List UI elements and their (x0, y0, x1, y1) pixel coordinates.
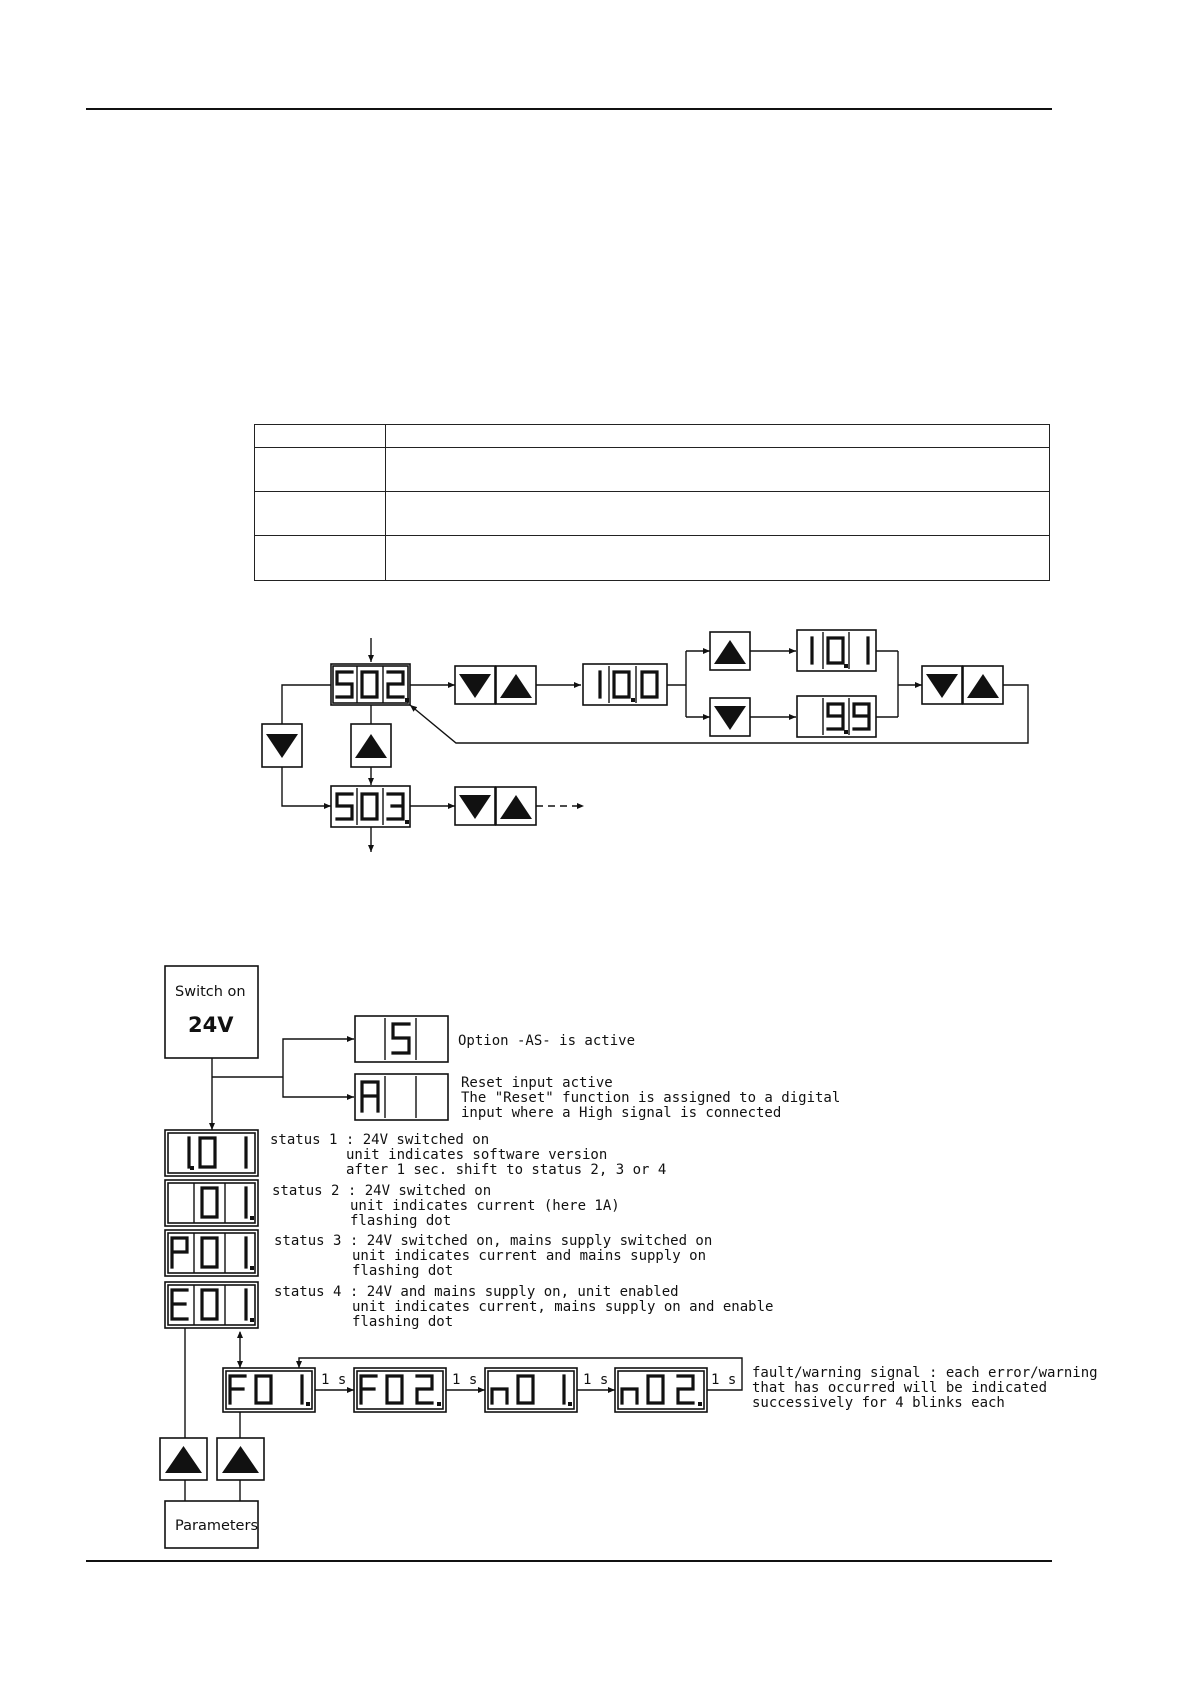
menu-button-up-side[interactable] (350, 723, 392, 768)
status-connectors (184, 1036, 743, 1501)
interval-label-3: 1 s (583, 1372, 608, 1388)
menu-button-down[interactable] (454, 665, 496, 705)
table-cell (254, 491, 386, 536)
status4-text-1: status 4 : 24V and mains supply on, unit… (274, 1284, 679, 1300)
display-n01 (484, 1367, 578, 1413)
reset-text-3: input where a High signal is connected (461, 1105, 781, 1121)
arrow-up-icon (714, 640, 746, 664)
arrow-down-icon (266, 734, 298, 758)
display-S: Option -AS- is active (354, 1015, 635, 1063)
fault-text-2: that has occurred will be indicated (752, 1380, 1047, 1396)
display-status1: status 1 : 24V switched on unit indicate… (164, 1129, 666, 1178)
menu-button-down-4[interactable] (454, 786, 496, 826)
arrow-up-icon (500, 795, 532, 819)
display-F02 (353, 1367, 447, 1413)
status2-text-2: unit indicates current (here 1A) (350, 1198, 620, 1214)
fault-text-3: successively for 4 blinks each (752, 1395, 1005, 1411)
arrow-up-icon (500, 674, 532, 698)
key-table (254, 424, 1050, 581)
arrow-up-icon (355, 734, 387, 758)
display-S03 (330, 785, 411, 828)
display-F01 (222, 1367, 316, 1413)
table-cell (254, 535, 386, 581)
display-A: Reset input active The "Reset" function … (354, 1073, 840, 1121)
parameters-box[interactable]: Parameters (164, 1500, 259, 1549)
arrow-down-icon (926, 674, 958, 698)
arrow-down-icon (459, 674, 491, 698)
interval-label-4: 1 s (711, 1372, 736, 1388)
option-as-text: Option -AS- is active (458, 1033, 635, 1049)
menu-diagram (261, 629, 1029, 852)
status4-text-2: unit indicates current, mains supply on … (352, 1299, 773, 1315)
reset-text-1: Reset input active (461, 1075, 613, 1091)
menu-button-up[interactable] (495, 665, 537, 705)
menu-button-up-3[interactable] (962, 665, 1004, 705)
table-cell (385, 535, 1050, 581)
display-status3: status 3 : 24V switched on, mains supply… (164, 1229, 712, 1279)
status4-text-3: flashing dot (352, 1314, 453, 1330)
interval-label-2: 1 s (452, 1372, 477, 1388)
arrow-down-icon (714, 706, 746, 730)
reset-text-2: The "Reset" function is assigned to a di… (461, 1090, 840, 1106)
display-status2: status 2 : 24V switched on unit indicate… (164, 1179, 620, 1229)
status-button-up-left[interactable] (159, 1437, 208, 1481)
arrow-up-icon (165, 1446, 202, 1473)
switch-on-box: Switch on 24V (164, 965, 259, 1059)
status3-text-1: status 3 : 24V switched on, mains supply… (274, 1233, 712, 1249)
top-rule (86, 108, 1052, 110)
status3-text-3: flashing dot (352, 1263, 453, 1279)
menu-button-down-3[interactable] (921, 665, 963, 705)
status-button-up-right[interactable] (216, 1437, 265, 1481)
arrow-up-icon (222, 1446, 259, 1473)
arrow-up-icon (967, 674, 999, 698)
menu-button-up-2[interactable] (709, 631, 751, 671)
fault-text-1: fault/warning signal : each error/warnin… (752, 1365, 1098, 1381)
table-cell (254, 424, 386, 448)
display-status4: status 4 : 24V and mains supply on, unit… (164, 1281, 773, 1330)
status1-text-3: after 1 sec. shift to status 2, 3 or 4 (346, 1162, 666, 1178)
menu-button-down-side[interactable] (261, 723, 303, 768)
switch-on-voltage: 24V (188, 1013, 234, 1037)
display-S02 (330, 663, 411, 706)
display-100 (582, 663, 668, 706)
display-n02 (614, 1367, 708, 1413)
status2-text-3: flashing dot (350, 1213, 451, 1229)
display-9-9 (796, 695, 877, 738)
interval-label-1: 1 s (321, 1372, 346, 1388)
menu-button-down-2[interactable] (709, 697, 751, 737)
table-cell (385, 491, 1050, 536)
status1-text-2: unit indicates software version (346, 1147, 607, 1163)
bottom-rule (86, 1560, 1052, 1563)
table-cell (385, 424, 1050, 448)
display-101 (796, 629, 877, 672)
menu-button-up-4[interactable] (495, 786, 537, 826)
status2-text-1: status 2 : 24V switched on (272, 1183, 491, 1199)
parameters-label: Parameters (175, 1518, 258, 1534)
switch-on-label: Switch on (175, 984, 246, 1000)
status3-text-2: unit indicates current and mains supply … (352, 1248, 706, 1264)
arrow-down-icon (459, 795, 491, 819)
table-cell (385, 447, 1050, 492)
status1-text-1: status 1 : 24V switched on (270, 1132, 489, 1148)
